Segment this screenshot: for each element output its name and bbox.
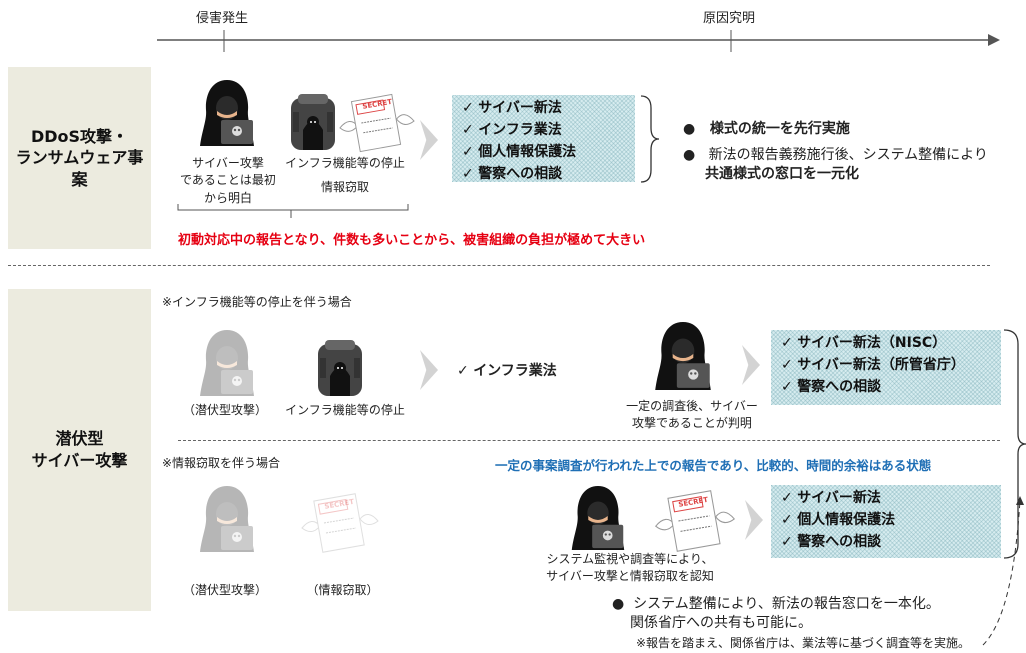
law-infra: ✓ インフラ業法 — [457, 363, 557, 379]
footnote: ※報告を踏まえ、関係省庁は、業法等に基づく調査等を実施。 — [636, 636, 971, 650]
section-label-latent: 潜伏型 サイバー攻撃 — [8, 289, 151, 611]
law-item: サイバー新法（所管省庁） — [781, 354, 991, 376]
bullet-unified-window: ● システム整備により、新法の報告窓口を一本化。関係省庁への共有も可能に。 — [612, 596, 940, 631]
chevron-right-icon — [420, 350, 438, 390]
case-leak-title: ※情報窃取を伴う場合 — [162, 456, 281, 470]
bullet-text: 共通様式の窓口を一元化 — [705, 166, 859, 182]
caption-latent-attack: （潜伏型攻撃） — [182, 403, 267, 417]
law-item: 個人情報保護法 — [462, 141, 625, 163]
law-item: 警察への相談 — [462, 163, 625, 185]
section-divider — [8, 265, 990, 266]
law-item: サイバー新法 — [781, 487, 991, 509]
caption-attack-found: 一定の調査後、サイバー 攻撃であることが判明 — [626, 399, 758, 431]
bullet-single-window: ● 新法の報告義務施行後、システム整備により共通様式の窓口を一元化 — [683, 147, 988, 182]
right-curly-brace — [1003, 329, 1026, 559]
law-item: 警察への相談 — [781, 531, 991, 553]
server-icon — [288, 92, 338, 152]
laws-box-leak: サイバー新法 個人情報保護法 警察への相談 — [771, 485, 1001, 558]
hacker-icon — [196, 328, 258, 398]
status-note: 一定の事案調査が行われた上での報告であり、比較的、時間的余裕はある状態 — [495, 458, 932, 473]
hacker-icon — [196, 484, 258, 554]
bullet-unify-format: ● 様式の統一を先行実施 — [683, 121, 850, 137]
under-bracket — [177, 204, 409, 218]
bullet-text: システム整備により、新法の報告窓口を一本化。 — [633, 596, 940, 612]
server-icon — [315, 338, 365, 398]
chevron-right-icon — [420, 120, 438, 160]
caption-latent-attack: （潜伏型攻撃） — [182, 583, 267, 597]
caption-attack-obvious: サイバー攻撃 であることは最初 から明白 — [180, 156, 276, 205]
case-divider — [178, 440, 1000, 441]
chevron-right-icon — [742, 345, 760, 385]
law-item: 警察への相談 — [781, 376, 991, 398]
dashed-return-arrow — [982, 496, 1024, 646]
chevron-right-icon — [745, 500, 763, 540]
caption-infra-stop: インフラ機能等の停止 — [285, 156, 405, 170]
curly-brace — [640, 95, 660, 183]
hacker-icon — [568, 484, 628, 552]
laws-box-ddos: サイバー新法 インフラ業法 個人情報保護法 警察への相談 — [452, 95, 635, 182]
timeline-start-label: 侵害発生 — [196, 11, 249, 26]
caption-leak-found: システム監視や調査等により、 サイバー攻撃と情報窃取を認知 — [546, 552, 714, 584]
law-item: 個人情報保護法 — [781, 509, 991, 531]
caption-info-leak: （情報窃取） — [306, 583, 379, 597]
hacker-icon — [650, 320, 716, 392]
bullet-text: 新法の報告義務施行後、システム整備により — [708, 147, 988, 163]
caption-infra-stop: インフラ機能等の停止 — [285, 403, 405, 417]
law-item: サイバー新法（NISC） — [781, 332, 991, 354]
law-text: インフラ業法 — [473, 363, 557, 379]
caption-info-leak: 情報窃取 — [320, 180, 369, 194]
bullet-text: 関係省庁への共有も可能に。 — [630, 615, 812, 631]
bullet-text: 様式の統一を先行実施 — [709, 121, 850, 137]
law-item: インフラ業法 — [462, 119, 625, 141]
burden-note: 初動対応中の報告となり、件数も多いことから、被害組織の負担が極めて大きい — [178, 233, 646, 248]
timeline-end-label: 原因究明 — [703, 11, 756, 26]
law-item: サイバー新法 — [462, 97, 625, 119]
hacker-icon — [196, 78, 258, 148]
timeline-axis — [157, 30, 1000, 52]
laws-box-infra: サイバー新法（NISC） サイバー新法（所管省庁） 警察への相談 — [771, 330, 1001, 405]
section-label-ddos: DDoS攻撃・ ランサムウェア事案 — [8, 67, 151, 249]
case-infra-title: ※インフラ機能等の停止を伴う場合 — [162, 295, 352, 309]
